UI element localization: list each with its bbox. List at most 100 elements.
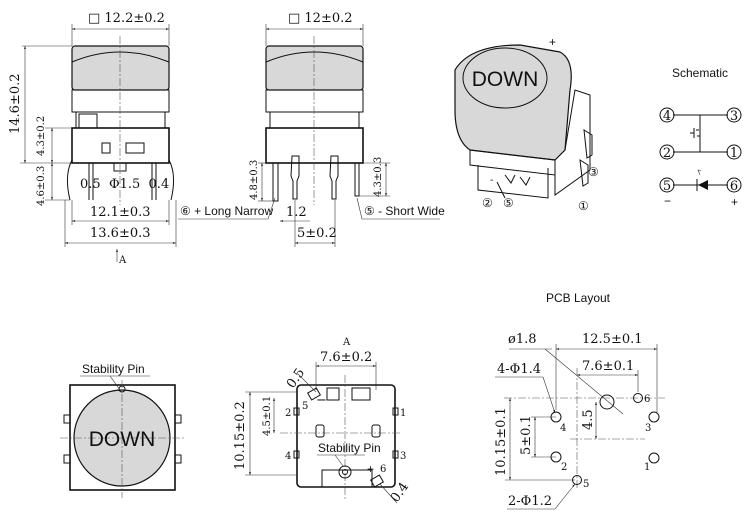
iso-pin-3: ③ [588,165,599,179]
bottom-pin-4: 4 [285,451,291,462]
housing [265,127,364,164]
led-pin-dim-0-5: 0.5 [284,366,308,392]
side-cap-width-label: □ 12±0.2 [288,11,353,26]
cap [265,45,364,91]
pcb-width-label: 12.5±0.1 [582,332,643,347]
pcb-hole-3 [648,411,660,423]
pin-6-long-narrow [272,163,279,202]
bottom-stability-pin-label: Stability Pin [318,441,381,455]
bottom-height-label: 10.15±0.2 [233,401,248,470]
pcb-two-holes-label: 2-Φ1.2 [508,494,552,509]
pin-width-label: 1.2 [286,205,307,220]
pin-length-label: 4.6±0.3 [36,166,47,206]
led-pin-dim-0-4: 0.4 [388,480,412,506]
pcb-hole-4-label: 4 [560,423,566,434]
pcb-title: PCB Layout [546,291,611,305]
pcb-hole-4 [550,411,562,423]
pcb-hole-6 [633,393,643,403]
pcb-row-pitch-label: 5±0.1 [519,415,534,455]
bottom-pin-3: 3 [400,451,406,462]
led-pin-6 [369,474,385,488]
view-a-label: A [118,255,127,266]
led-symbol [698,180,708,190]
schematic-terminal-4: 4 [659,107,675,124]
long-pin-height-label: 4.8±0.3 [249,160,260,200]
housing-height-label: 4.3±0.2 [36,116,47,156]
pcb-four-holes-label: 4-Φ1.4 [497,362,541,377]
iso-plus: + [549,35,556,49]
top-stability-pin-label: Stability Pin [82,362,145,376]
led-pin-5 [306,387,322,401]
pcb-hole-6-label: 6 [644,394,650,405]
pcb-hole-3-label: 3 [645,423,651,434]
bottom-view-a-label: A [342,337,351,348]
side-view: □ 12±0.2 4.8±0.3 4.3±0.3 ⑥ + Long Narrow… [178,11,445,247]
housing [71,127,170,164]
pcb-layout: PCB Layout ø1.8 12.5±0.1 4-Φ1.4 7.6±0.1 … [494,291,665,510]
front-view: □ 12.2±0.2 14.6±0.2 4.3±0.2 4.6±0.3 0.5 … [8,11,177,266]
pcb-hole-1-label: 1 [644,462,650,473]
pin [329,155,339,200]
bottom-pin-5: 5 [302,401,308,412]
svg-text:6: 6 [730,179,738,194]
switch-outline [69,384,176,491]
pin-dims-label: 0.5 Φ1.5 0.4 [80,177,169,192]
top-view: Stability Pin DOWN [60,362,185,498]
pcb-hole-5-label: 5 [583,479,589,490]
bottom-plus: + [367,462,374,476]
iso-minus: - [490,175,493,186]
isometric-view: DOWN + - ② ⑤ ③ ① [454,35,599,213]
schematic-minus: − [664,194,671,208]
side-pins [66,159,175,201]
pin [290,155,300,200]
schematic-terminal-6: 6 [726,177,742,194]
top-cap-text: DOWN [89,428,156,451]
bottom-pin-6: 6 [380,464,386,475]
svg-text:5: 5 [663,179,671,194]
iso-pin-1: ① [578,199,589,213]
pin-5-label: ⑤ - Short Wide [364,204,445,218]
svg-text:4: 4 [663,109,671,124]
cap-skirt [71,89,170,113]
pcb-hole-2 [550,451,562,463]
schematic-terminal-3: 3 [726,107,742,124]
overall-width-label: 13.6±0.3 [90,226,151,241]
svg-text:1: 1 [730,146,738,161]
schematic-plus: + [731,195,738,209]
pcb-offset-label: 4.5 [581,409,596,430]
bottom-view: A 7.6±0.2 0.5 0.4 10.15±0.2 4.5±0.1 5 − … [233,337,412,505]
bottom-row-offset-label: 4.5±0.1 [262,396,273,436]
pcb-hole-1 [648,452,660,464]
pcb-pitch-label: 7.6±0.1 [582,359,634,374]
bottom-minus: − [316,393,327,408]
cap [71,45,170,91]
front-height-label: 14.6±0.2 [8,73,23,134]
pcb-hole-5 [572,475,582,485]
schematic-terminal-5: 5 [659,177,675,194]
iso-pin-5: ⑤ [503,196,514,210]
short-pin-height-label: 4.3±0.3 [373,157,384,197]
switch-symbol [690,128,700,138]
cap [454,44,572,161]
schematic-terminal-1: 1 [726,144,742,161]
bottom-pin-2: 2 [285,408,291,419]
stability-pin [338,465,352,479]
pin-5-short-wide [354,163,360,197]
front-cap-width-label: □ 12.2±0.2 [88,11,165,26]
pcb-hole-2-label: 2 [561,462,567,473]
schematic-terminal-2: 2 [659,144,675,161]
bottom-pitch-label: 7.6±0.2 [320,350,372,365]
iso-cap-text: DOWN [472,68,539,91]
pcb-big-hole-label: ø1.8 [508,332,537,347]
bottom-pin-1: 1 [400,408,406,419]
body-width-label: 12.1±0.3 [90,205,151,220]
svg-text:2: 2 [663,146,671,161]
schematic-title: Schematic [672,66,728,80]
pcb-hole-1-8 [599,394,615,410]
svg-text:3: 3 [730,109,738,124]
pcb-height-label: 10.15±0.1 [494,407,509,476]
pin-pitch-label: 5±0.2 [297,226,337,241]
iso-pin-2: ② [482,196,493,210]
schematic: Schematic 4 3 2 1 5 6 − + [659,66,742,209]
